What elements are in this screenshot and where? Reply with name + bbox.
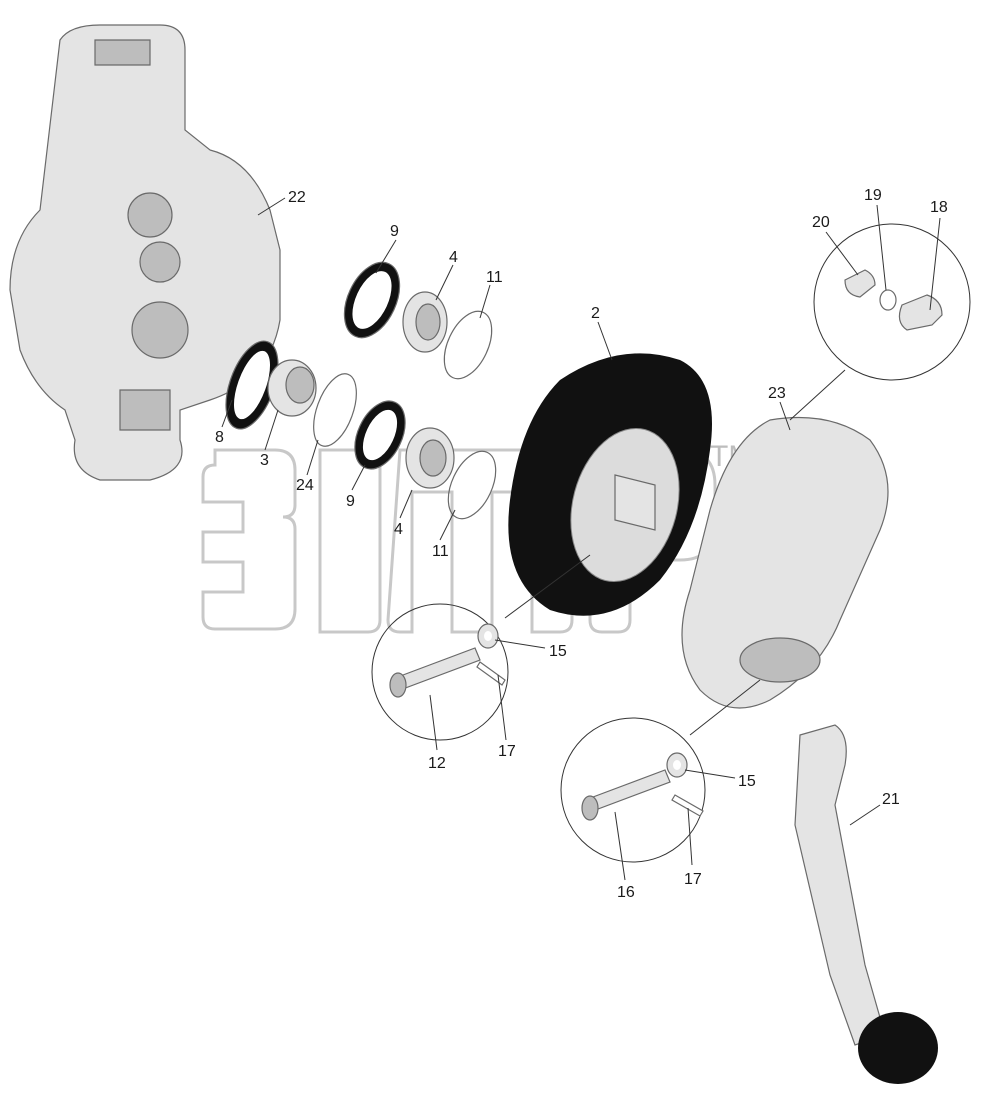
callout-24: 24 [296, 477, 314, 494]
callout-8: 8 [215, 429, 224, 446]
callout-20: 20 [812, 214, 830, 231]
callout-22: 22 [288, 189, 306, 206]
pump-housing [9, 24, 281, 481]
valve-3 [267, 359, 317, 417]
ring-24 [313, 373, 357, 447]
callout-4-lower: 4 [394, 521, 403, 538]
callout-3: 3 [260, 452, 269, 469]
valve-4-lower [405, 427, 455, 489]
callout-12: 12 [428, 755, 446, 772]
callout-2: 2 [591, 305, 600, 322]
callout-17-lower: 17 [684, 871, 702, 888]
o-ring-8-inner [233, 350, 271, 420]
lever-21 [794, 724, 938, 1084]
callout-labels: 22 9 4 11 2 20 19 18 23 8 3 24 9 4 11 15… [215, 187, 948, 901]
leader-lines [221, 197, 941, 881]
callout-18: 18 [930, 199, 948, 216]
cover-23 [681, 416, 889, 709]
valve-4-upper [402, 291, 448, 353]
callout-11-lower: 11 [432, 543, 449, 560]
lever-knob [858, 1012, 938, 1084]
callout-4-upper: 4 [449, 249, 458, 266]
callout-11-upper: 11 [486, 269, 503, 286]
callout-15-upper: 15 [549, 643, 567, 660]
ring-11-upper [443, 310, 493, 380]
callout-21: 21 [882, 791, 900, 808]
o-ring-9-lower-inner [362, 409, 398, 461]
diaphragm-2 [508, 353, 712, 616]
callout-9-upper: 9 [390, 223, 399, 240]
callout-17-upper: 17 [498, 743, 516, 760]
callout-15-lower: 15 [738, 773, 756, 790]
callout-19: 19 [864, 187, 882, 204]
ring-11-lower [447, 450, 497, 520]
callout-16: 16 [617, 884, 635, 901]
o-ring-9-upper-inner [352, 271, 392, 329]
detail-circle-lower [560, 679, 761, 863]
detail-circle-middle [371, 554, 591, 741]
detail-circle-upper-right [789, 223, 971, 421]
callout-23: 23 [768, 385, 786, 402]
callout-9-lower: 9 [346, 493, 355, 510]
